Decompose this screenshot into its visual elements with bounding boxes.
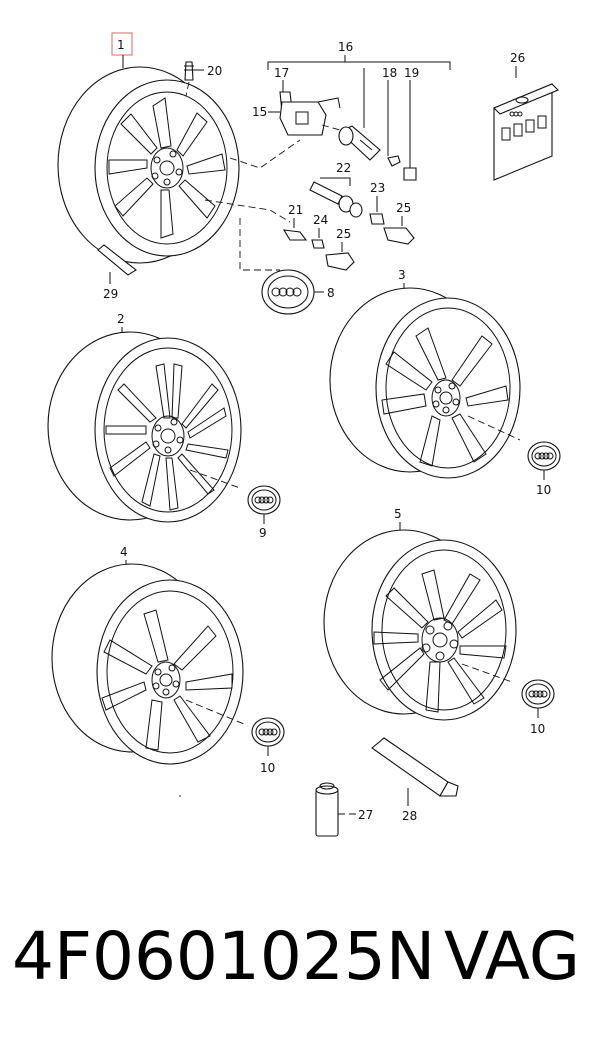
callout-25a: 25 (396, 201, 411, 215)
part-number-label: 4F0601025N (12, 918, 436, 995)
audi-rings-logo (271, 287, 302, 297)
callout-10b: 10 (260, 761, 275, 775)
part-10-center-cap-a (527, 441, 561, 480)
callout-5: 5 (394, 507, 402, 521)
wheel-2 (47, 331, 242, 523)
part-10-center-cap-b (251, 717, 285, 756)
callout-19: 19 (404, 66, 419, 80)
callout-27: 27 (358, 808, 373, 822)
brand-label: VAG (443, 918, 580, 995)
callout-4: 4 (120, 545, 128, 559)
callout-22: 22 (336, 161, 351, 175)
callout-17: 17 (274, 66, 289, 80)
wheel-3 (329, 287, 521, 479)
callout-10a: 10 (536, 483, 551, 497)
part-28-tube (371, 737, 459, 806)
part-22-valve-body (309, 181, 363, 218)
part-9-center-cap (247, 485, 281, 524)
part-19-cap (387, 155, 417, 181)
callout-1: 1 (117, 38, 125, 52)
callout-3: 3 (398, 268, 406, 282)
callout-20: 20 (207, 64, 222, 78)
callout-28: 28 (402, 809, 417, 823)
callout-10c: 10 (530, 722, 545, 736)
wheel-1 (57, 32, 240, 264)
callout-26: 26 (510, 51, 525, 65)
callout-24: 24 (313, 213, 328, 227)
callout-23: 23 (370, 181, 385, 195)
part-20-valve (184, 61, 204, 97)
part-25-cap-left (325, 252, 355, 271)
part-18-valve (338, 125, 381, 161)
callout-25b: 25 (336, 227, 351, 241)
part-29-weight (97, 244, 137, 284)
callout-9: 9 (259, 526, 267, 540)
part-27-can (315, 782, 356, 837)
part-26-kit (493, 83, 559, 181)
part-15-sensor (279, 97, 341, 136)
part-24-nut (311, 239, 325, 249)
part-8-center-cap (261, 269, 324, 315)
callout-15: 15 (252, 105, 267, 119)
part-23-nut (369, 213, 385, 225)
highlight-box (111, 32, 133, 56)
wheel-5 (323, 529, 517, 721)
part-10-center-cap-c (521, 679, 555, 718)
part-25-cap-right (383, 227, 415, 245)
exploded-parts-diagram: 1 20 29 16 17 15 18 19 (47, 32, 561, 837)
callout-18: 18 (382, 66, 397, 80)
callout-21: 21 (288, 203, 303, 217)
callout-8: 8 (327, 286, 335, 300)
callout-29: 29 (103, 287, 118, 301)
callout-16: 16 (338, 40, 353, 54)
wheel-4 (51, 563, 244, 765)
callout-2: 2 (117, 312, 125, 326)
part-21-valve (282, 229, 308, 241)
